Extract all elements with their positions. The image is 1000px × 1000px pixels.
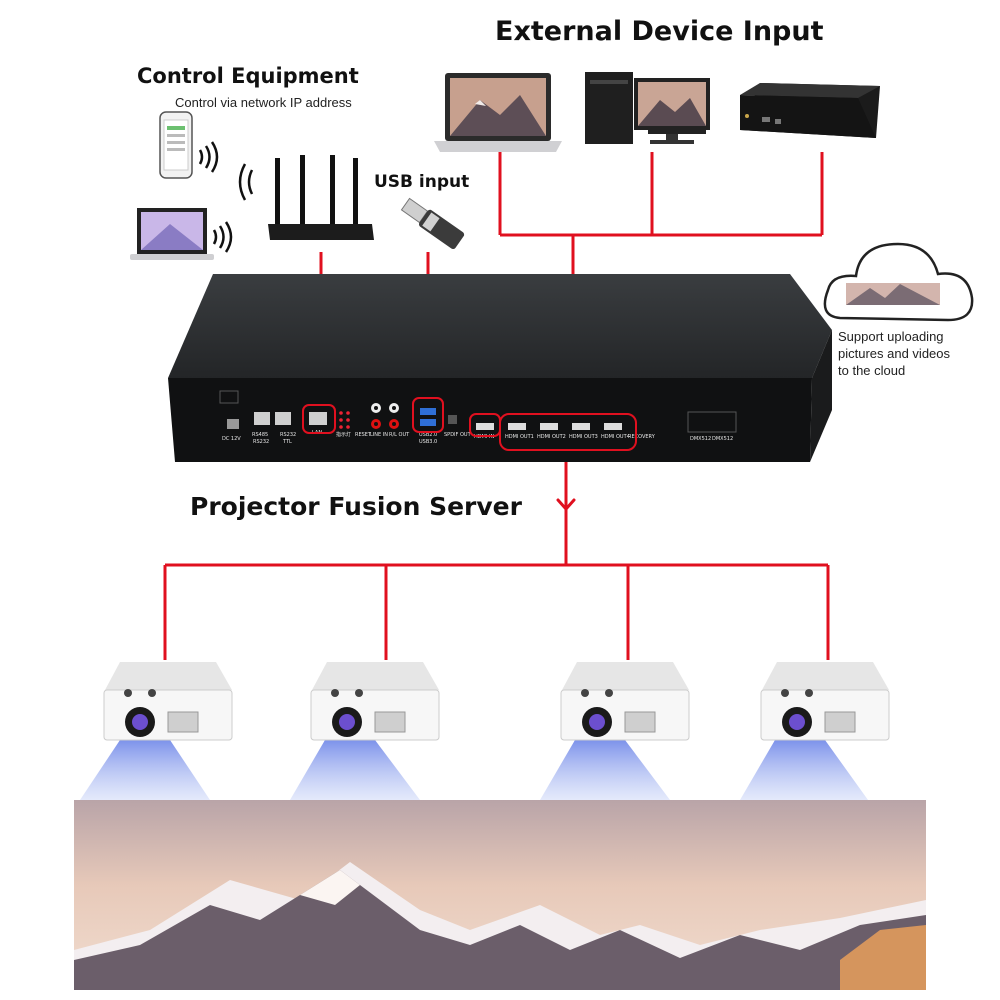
port-label-usb3: USB3.0 bbox=[419, 439, 437, 445]
fusion-server-device bbox=[168, 274, 832, 462]
port-label-line-in: LINE IN bbox=[370, 432, 388, 438]
cloud-note-line-1: Support uploading bbox=[838, 329, 944, 344]
usb-drive-icon bbox=[400, 197, 465, 250]
port-label-spdif: SPDIF OUT bbox=[444, 432, 472, 438]
port-label-rs485: RS485 bbox=[252, 432, 268, 438]
port-label-hdmi-out3: HDMI OUT3 bbox=[569, 434, 598, 440]
cloud-icon bbox=[823, 242, 974, 322]
port-label-rs232a: RS232 bbox=[253, 439, 269, 445]
smartphone-icon bbox=[159, 111, 193, 179]
projector-fusion-server-title: Projector Fusion Server bbox=[190, 492, 522, 521]
router-icon bbox=[238, 155, 374, 240]
projector-1 bbox=[103, 662, 233, 741]
port-label-hdmi-out2: HDMI OUT2 bbox=[537, 434, 566, 440]
wifi-signal-icon-2 bbox=[212, 221, 233, 253]
media-player-icon bbox=[740, 83, 880, 138]
port-label-recovery: RECOVERY bbox=[628, 434, 656, 440]
cloud-note-line-2: pictures and videos bbox=[838, 346, 951, 361]
cloud-note-line-3: to the cloud bbox=[838, 363, 906, 378]
port-label-rs232b: RS232 bbox=[280, 432, 296, 438]
laptop-control-icon bbox=[130, 208, 214, 260]
laptop-input-icon bbox=[434, 73, 562, 152]
port-label-reset: RESET bbox=[355, 432, 372, 438]
port-label-hdmi-out4: HDMI OUT4 bbox=[601, 434, 630, 440]
port-label-indicator: 指示灯 bbox=[336, 431, 351, 438]
projector-beams bbox=[80, 740, 868, 800]
control-equipment-title: Control Equipment bbox=[137, 64, 359, 88]
panorama-screen bbox=[74, 800, 926, 990]
port-label-hdmi-out1: HDMI OUT1 bbox=[505, 434, 534, 440]
cloud-note: Support uploading pictures and videos to… bbox=[838, 328, 950, 379]
usb-input-label: USB input bbox=[374, 172, 470, 192]
projector-4 bbox=[760, 662, 890, 741]
projector-2 bbox=[310, 662, 440, 741]
projector-3 bbox=[560, 662, 690, 741]
port-label-ttl: TTL bbox=[282, 439, 292, 445]
port-label-rl-out: R/L OUT bbox=[389, 432, 410, 438]
control-subtitle: Control via network IP address bbox=[175, 95, 352, 110]
desktop-pc-icon bbox=[585, 72, 710, 144]
wifi-signal-icon bbox=[198, 141, 219, 173]
port-label-dmx1: DMX512 bbox=[690, 436, 711, 442]
port-highlights bbox=[302, 397, 637, 451]
port-label-dmx2: DMX512 bbox=[712, 436, 733, 442]
external-device-input-title: External Device Input bbox=[495, 16, 824, 47]
port-label-usb2: USB2.0 bbox=[419, 432, 437, 438]
port-label-dc: DC 12V bbox=[222, 436, 241, 442]
